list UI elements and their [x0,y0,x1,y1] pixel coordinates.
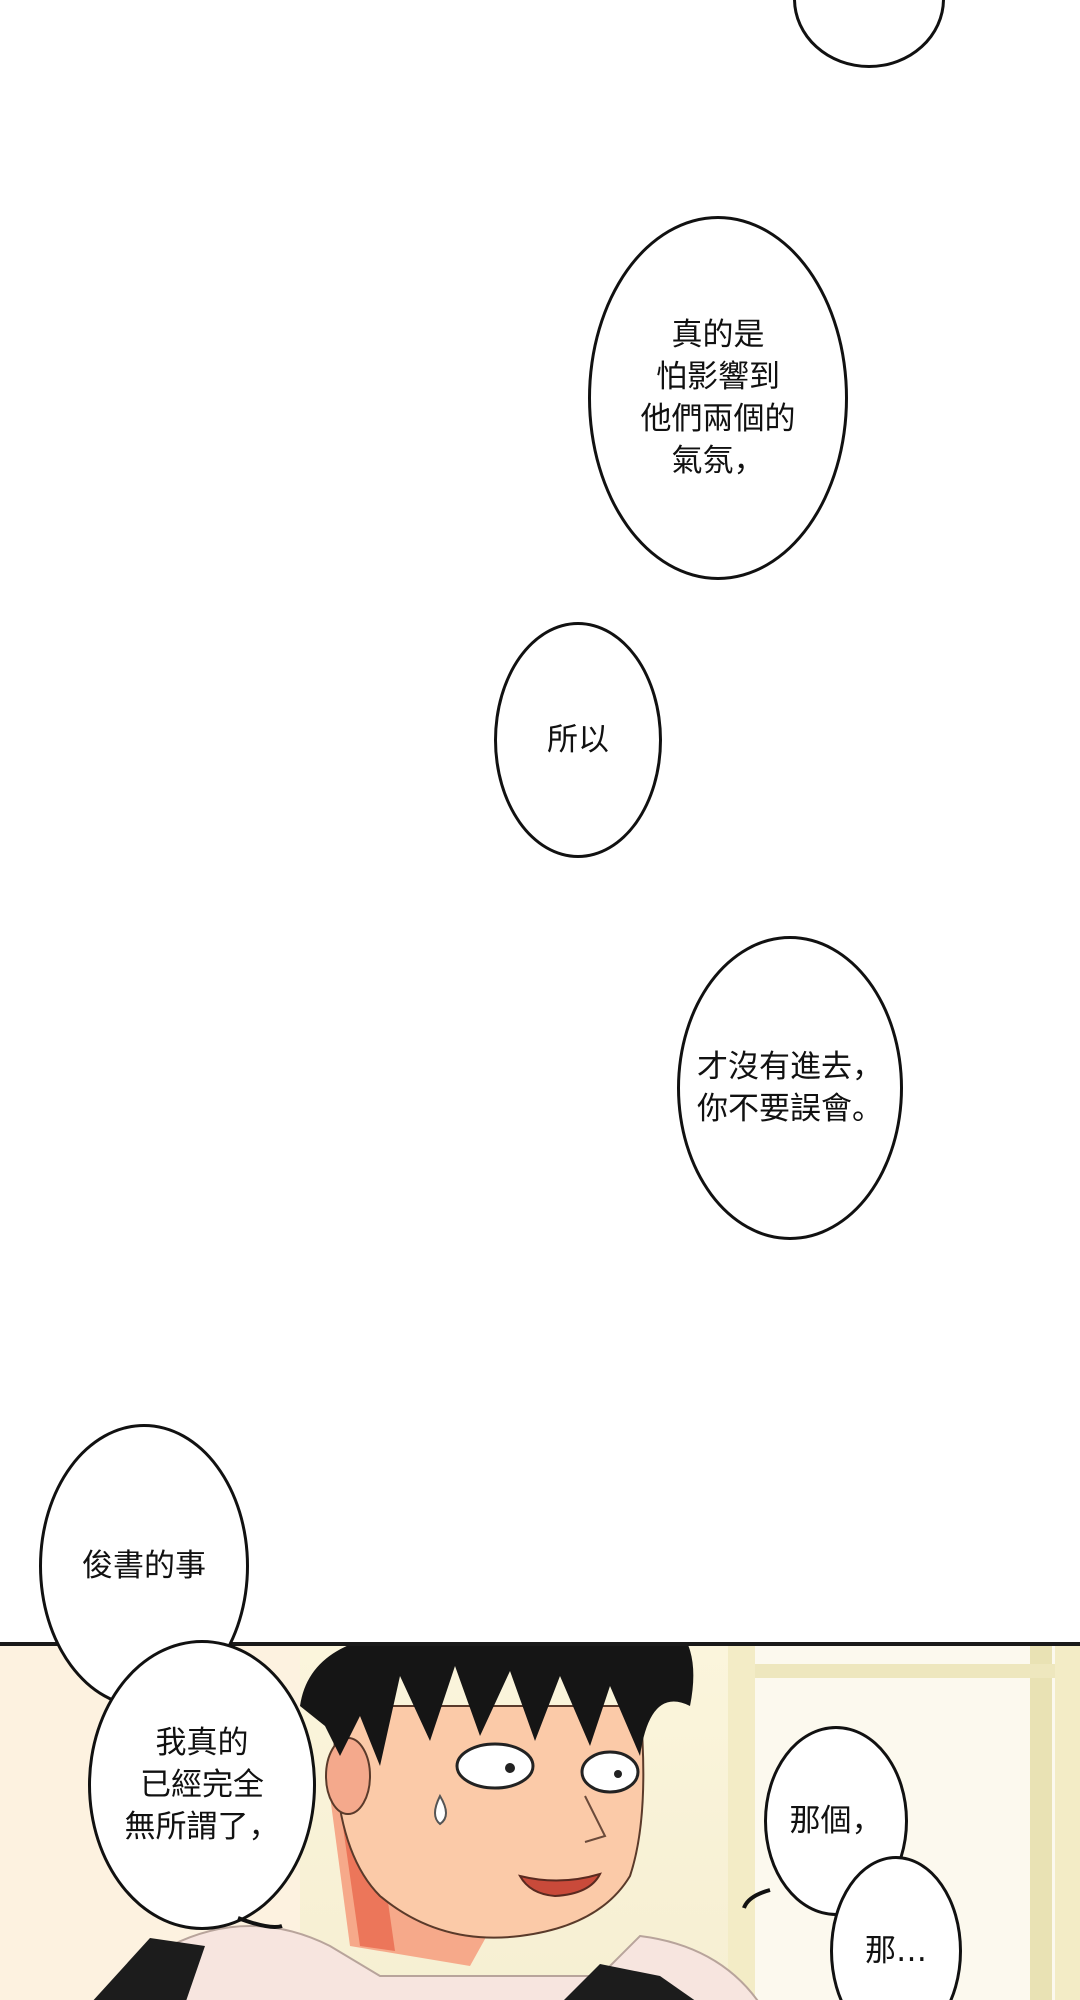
speech-bubble-really-dont-care: 我真的 已經完全 無所謂了， [88,1640,316,1930]
speech-bubble-didnt-go-in: 才沒有進去， 你不要誤會。 [677,936,903,1240]
speech-bubble-text: 俊書的事 [82,1548,206,1584]
nose [584,1795,607,1843]
speech-bubble-so: 所以 [494,622,662,858]
left-eye [455,1742,535,1790]
speech-bubble-top-partial [793,0,945,68]
mouth [518,1872,602,1898]
speech-bubble-text: 我真的 已經完全 無所謂了， [124,1725,280,1845]
speech-bubble-text: 那個， [789,1803,883,1839]
sweat-drop-icon [434,1793,447,1826]
vest-right [564,1964,695,2000]
vest-left [93,1938,205,2000]
hair [300,1646,694,1766]
speech-bubble-text: 所以 [547,722,609,758]
speech-bubble-text: 那… [865,1933,927,1969]
speech-bubble-text: 才沒有進去， 你不要誤會。 [697,1049,883,1127]
ear [325,1737,371,1815]
right-eye [580,1750,640,1794]
speech-bubble-text: 真的是 怕影響到 他們兩個的 氣氛， [640,317,796,479]
speech-bubble-afraid-to-affect: 真的是 怕影響到 他們兩個的 氣氛， [588,216,848,580]
